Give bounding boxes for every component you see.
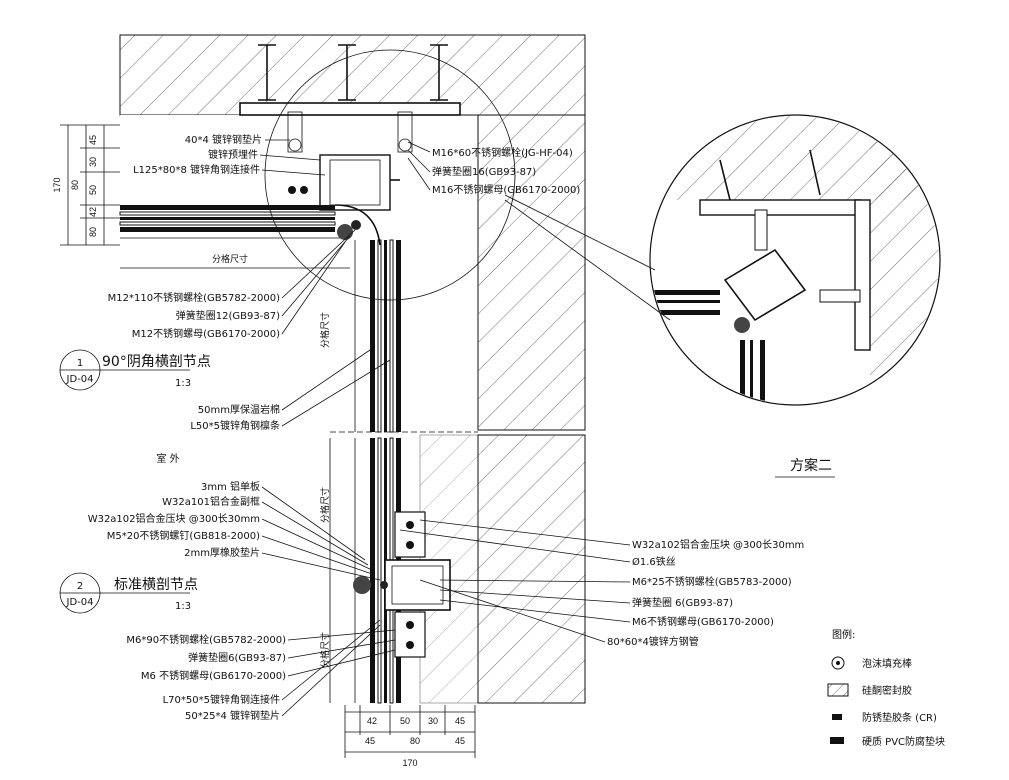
svg-text:L70*50*5镀锌角钢连接件: L70*50*5镀锌角钢连接件 [163, 693, 280, 706]
svg-text:80*60*4镀锌方钢管: 80*60*4镀锌方钢管 [607, 635, 699, 648]
dim-42: 42 [88, 207, 98, 217]
svg-text:防锈垫胶条 (CR): 防锈垫胶条 (CR) [862, 711, 937, 724]
steel-tube-bottom [353, 511, 451, 658]
svg-text:M16不锈钢螺母(GB6170-2000): M16不锈钢螺母(GB6170-2000) [432, 183, 580, 196]
svg-text:弹簧垫圈12(GB93-87): 弹簧垫圈12(GB93-87) [176, 309, 280, 322]
dim-30: 30 [88, 157, 98, 167]
svg-text:1: 1 [77, 358, 83, 369]
outdoor-label: 室 外 [156, 452, 179, 465]
dim-50: 50 [88, 185, 98, 195]
corner-bracket [288, 154, 400, 211]
labels-top-left: 40*4 镀锌钢垫片 镀锌预埋件 L125*80*8 镀锌角钢连接件 [133, 133, 262, 176]
labels-section2-left: 3mm 铝单板 W32a101铝合金副框 W32a102铝合金压块 @300长3… [88, 480, 260, 559]
svg-text:W32a102铝合金压块 @300长30mm: W32a102铝合金压块 @300长30mm [88, 512, 260, 525]
vertical-dim-bottom: 分格尺寸 [319, 632, 330, 668]
panel-layers-vertical-top [354, 239, 401, 433]
dim-45-top: 45 [88, 135, 98, 145]
svg-text:42: 42 [367, 716, 377, 726]
svg-text:镀锌预埋件: 镀锌预埋件 [208, 148, 258, 161]
svg-text:M6*25不锈钢螺栓(GB5783-2000): M6*25不锈钢螺栓(GB5783-2000) [632, 575, 792, 588]
vertical-dim-mid: 分格尺寸 [319, 487, 330, 523]
svg-text:W32a102铝合金压块 @300长30mm: W32a102铝合金压块 @300长30mm [632, 538, 804, 551]
top-bolts [287, 111, 413, 153]
svg-text:80: 80 [410, 736, 420, 746]
horizontal-dim-top: 分格尺寸 [212, 253, 248, 264]
svg-text:硅酮密封胶: 硅酮密封胶 [862, 684, 912, 697]
legend-title: 图例: [832, 628, 855, 641]
dim-80: 80 [70, 180, 80, 190]
magnified-detail [649, 114, 941, 406]
dim-45-bottom: 80 [88, 227, 98, 237]
svg-text:2: 2 [77, 581, 83, 592]
dim-170-left: 170 [52, 177, 62, 192]
detail-marker-1 [59, 349, 190, 391]
svg-text:M6 不锈钢螺母(GB6170-2000): M6 不锈钢螺母(GB6170-2000) [141, 669, 286, 682]
svg-text:1:3: 1:3 [175, 601, 191, 612]
plan-two-label: 方案二 [790, 457, 832, 474]
svg-text:弹簧垫圈16(GB93-87): 弹簧垫圈16(GB93-87) [432, 165, 536, 178]
svg-text:W32a101铝合金副框: W32a101铝合金副框 [162, 495, 260, 508]
svg-text:M6不锈钢螺母(GB6170-2000): M6不锈钢螺母(GB6170-2000) [632, 615, 774, 628]
panel-layers-horizontal [119, 205, 350, 269]
svg-text:弹簧垫圈6(GB93-87): 弹簧垫圈6(GB93-87) [188, 651, 286, 664]
concrete-wall-top [119, 34, 586, 431]
svg-text:M5*20不锈钢螺钉(GB818-2000): M5*20不锈钢螺钉(GB818-2000) [107, 529, 260, 542]
svg-text:L50*5镀锌角钢檩条: L50*5镀锌角钢檩条 [190, 419, 280, 432]
labels-section2-left-low: M6*90不锈钢螺栓(GB5782-2000) 弹簧垫圈6(GB93-87) M… [126, 633, 286, 722]
svg-text:M16*60不锈钢螺栓(JG-HF-04): M16*60不锈钢螺栓(JG-HF-04) [432, 146, 573, 159]
svg-text:JD-04: JD-04 [66, 597, 94, 608]
corner-seal [334, 204, 381, 246]
rubber-strip-icon [832, 714, 842, 720]
svg-text:50mm厚保温岩棉: 50mm厚保温岩棉 [198, 403, 280, 416]
svg-text:L125*80*8 镀锌角钢连接件: L125*80*8 镀锌角钢连接件 [133, 163, 260, 176]
labels-mid-left: M12*110不锈钢螺栓(GB5782-2000) 弹簧垫圈12(GB93-87… [108, 291, 280, 340]
dim-left-top [60, 124, 120, 246]
pvc-block-icon [830, 737, 844, 744]
svg-text:1:3: 1:3 [175, 378, 191, 389]
legend: 图例: 泡沫填充棒 硅酮密封胶 防锈垫胶条 (CR) 硬质 PVC防腐垫块 [827, 628, 945, 748]
leader-lines [259, 139, 631, 717]
svg-text:M6*90不锈钢螺栓(GB5782-2000): M6*90不锈钢螺栓(GB5782-2000) [126, 633, 286, 646]
svg-text:3mm 铝单板: 3mm 铝单板 [201, 480, 260, 493]
svg-text:弹簧垫圈 6(GB93-87): 弹簧垫圈 6(GB93-87) [632, 596, 733, 609]
svg-text:90°阴角横剖节点: 90°阴角横剖节点 [102, 354, 211, 370]
dim-bottom [344, 705, 476, 758]
svg-text:2mm厚橡胶垫片: 2mm厚橡胶垫片 [184, 546, 260, 559]
labels-section1: 50mm厚保温岩棉 L50*5镀锌角钢檩条 [190, 403, 280, 432]
svg-text:M12不锈钢螺母(GB6170-2000): M12不锈钢螺母(GB6170-2000) [132, 327, 280, 340]
svg-text:Ø1.6铁丝: Ø1.6铁丝 [632, 555, 676, 568]
svg-text:泡沫填充棒: 泡沫填充棒 [862, 657, 912, 670]
svg-text:M12*110不锈钢螺栓(GB5782-2000): M12*110不锈钢螺栓(GB5782-2000) [108, 291, 280, 304]
svg-text:45: 45 [455, 716, 465, 726]
vertical-dim-top: 分格尺寸 [319, 312, 330, 348]
svg-text:标准横剖节点: 标准横剖节点 [114, 577, 198, 593]
dim-170-bottom: 170 [402, 758, 417, 768]
svg-text:50: 50 [400, 716, 410, 726]
svg-text:40*4 镀锌钢垫片: 40*4 镀锌钢垫片 [185, 133, 262, 146]
svg-text:45: 45 [455, 736, 465, 746]
dim-text-bottom: 42 50 30 45 45 80 45 170 [365, 716, 465, 768]
sealant-icon [827, 683, 849, 697]
svg-text:45: 45 [365, 736, 375, 746]
svg-text:JD-04: JD-04 [66, 374, 94, 385]
svg-text:硬质 PVC防腐垫块: 硬质 PVC防腐垫块 [862, 735, 945, 748]
detail-1-text: 1 JD-04 90°阴角横剖节点 1:3 [66, 354, 211, 389]
detail-callout [264, 49, 671, 321]
svg-text:50*25*4 镀锌钢垫片: 50*25*4 镀锌钢垫片 [185, 709, 280, 722]
labels-section2-right: W32a102铝合金压块 @300长30mm Ø1.6铁丝 M6*25不锈钢螺栓… [607, 538, 804, 648]
labels-top-right: M16*60不锈钢螺栓(JG-HF-04) 弹簧垫圈16(GB93-87) M1… [432, 146, 580, 196]
dim-text-left: 45 30 50 42 80 80 170 [52, 135, 98, 237]
svg-text:30: 30 [428, 716, 438, 726]
detail-2-text: 2 JD-04 标准横剖节点 1:3 [66, 577, 198, 612]
detail-marker-2 [59, 572, 190, 614]
